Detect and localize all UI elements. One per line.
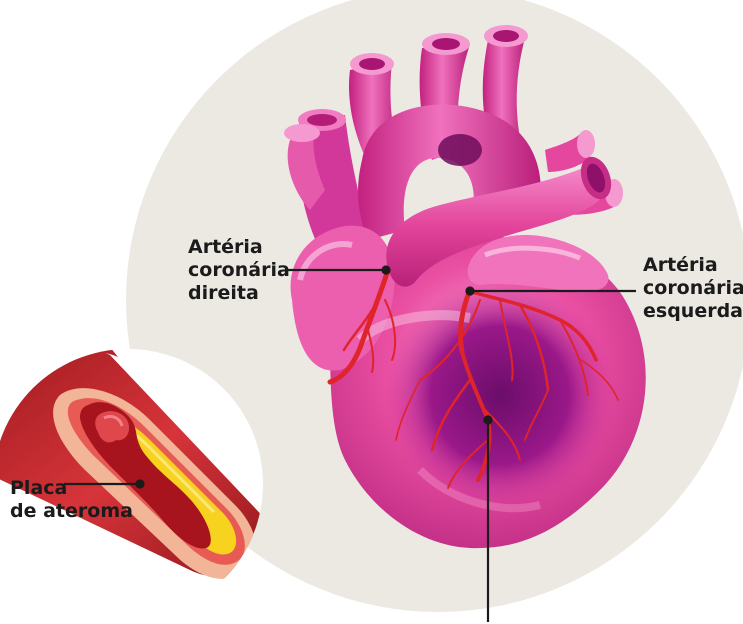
label-line: coronária: [643, 277, 743, 300]
label-line: esquerda: [643, 300, 743, 323]
label-right-coronary-artery: Artéria coronária direita: [188, 236, 290, 305]
label-line: coronária: [188, 259, 290, 282]
label-line: de ateroma: [10, 500, 133, 523]
label-line: Placa: [10, 477, 133, 500]
label-line: direita: [188, 282, 290, 305]
label-left-coronary-artery: Artéria coronária esquerda: [643, 254, 743, 323]
label-line: Artéria: [188, 236, 290, 259]
label-line: Artéria: [643, 254, 743, 277]
label-atheroma-plaque: Placa de ateroma: [10, 477, 133, 523]
